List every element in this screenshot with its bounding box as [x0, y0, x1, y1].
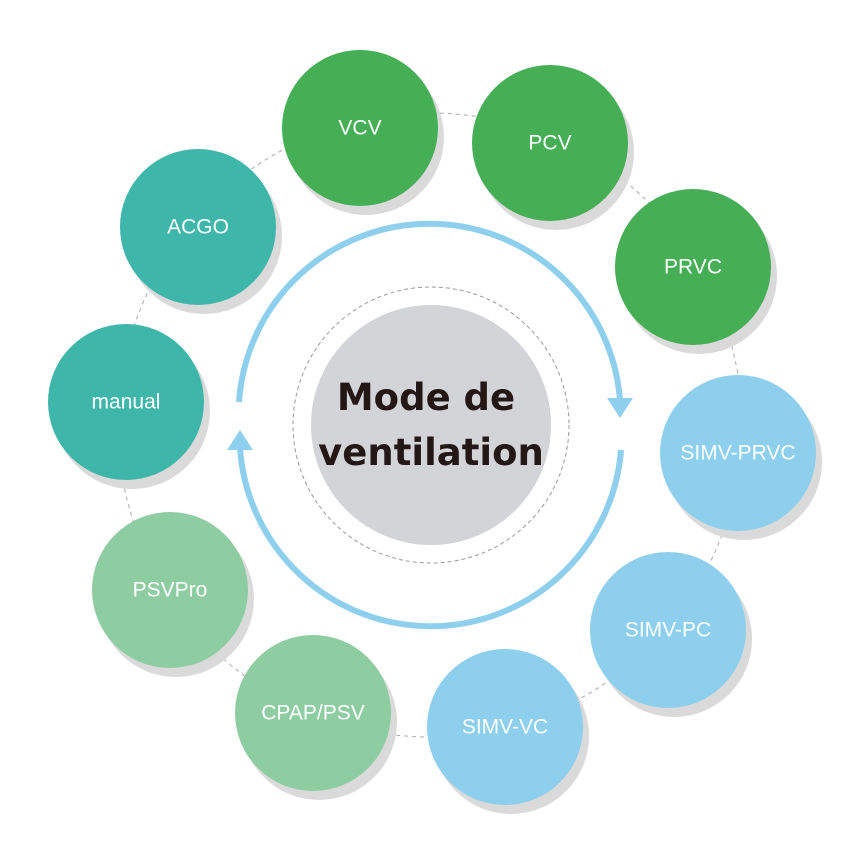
- mode-node-vcv: VCV: [282, 50, 444, 215]
- node-circle: [282, 50, 438, 206]
- mode-node-prvc: PRVC: [615, 189, 777, 354]
- node-circle: [590, 552, 746, 708]
- mode-label: ACGO: [167, 216, 229, 239]
- node-circle: [120, 149, 276, 305]
- node-circle: [472, 65, 628, 221]
- cycle-arrow-top: [236, 220, 623, 403]
- center-hub: [311, 305, 551, 545]
- mode-node-cpap-psv: CPAP/PSV: [235, 635, 397, 800]
- mode-label: SIMV-PC: [625, 619, 711, 642]
- mode-label: manual: [92, 391, 161, 414]
- cycle-arrow-bottom: [237, 447, 624, 630]
- node-circle: [235, 635, 391, 791]
- mode-label: PSVPro: [133, 579, 208, 602]
- node-circle: [92, 512, 248, 668]
- arrowhead-up-icon: [227, 430, 253, 450]
- mode-node-simv-pc: SIMV-PC: [590, 552, 752, 717]
- mode-label: PRVC: [664, 256, 722, 279]
- mode-node-psvpro: PSVPro: [92, 512, 254, 677]
- node-circle: [427, 649, 583, 805]
- mode-label: CPAP/PSV: [261, 702, 364, 725]
- center-title-line-1: Mode de: [337, 376, 515, 419]
- mode-node-pcv: PCV: [472, 65, 634, 230]
- node-circle: [48, 324, 204, 480]
- mode-node-simv-vc: SIMV-VC: [427, 649, 589, 814]
- mode-label: SIMV-PRVC: [680, 442, 795, 465]
- arrowhead-down-icon: [607, 398, 633, 418]
- node-circle: [615, 189, 771, 345]
- center-title-line-2: ventilation: [318, 431, 544, 474]
- inner-dashed-ring: [292, 286, 570, 564]
- mode-label: VCV: [338, 117, 381, 140]
- mode-node-acgo: ACGO: [120, 149, 282, 314]
- mode-label: SIMV-VC: [462, 716, 548, 739]
- mode-node-manual: manual: [48, 324, 210, 489]
- mode-label: PCV: [528, 132, 571, 155]
- node-circle: [660, 375, 816, 531]
- mode-node-simv-prvc: SIMV-PRVC: [660, 375, 822, 540]
